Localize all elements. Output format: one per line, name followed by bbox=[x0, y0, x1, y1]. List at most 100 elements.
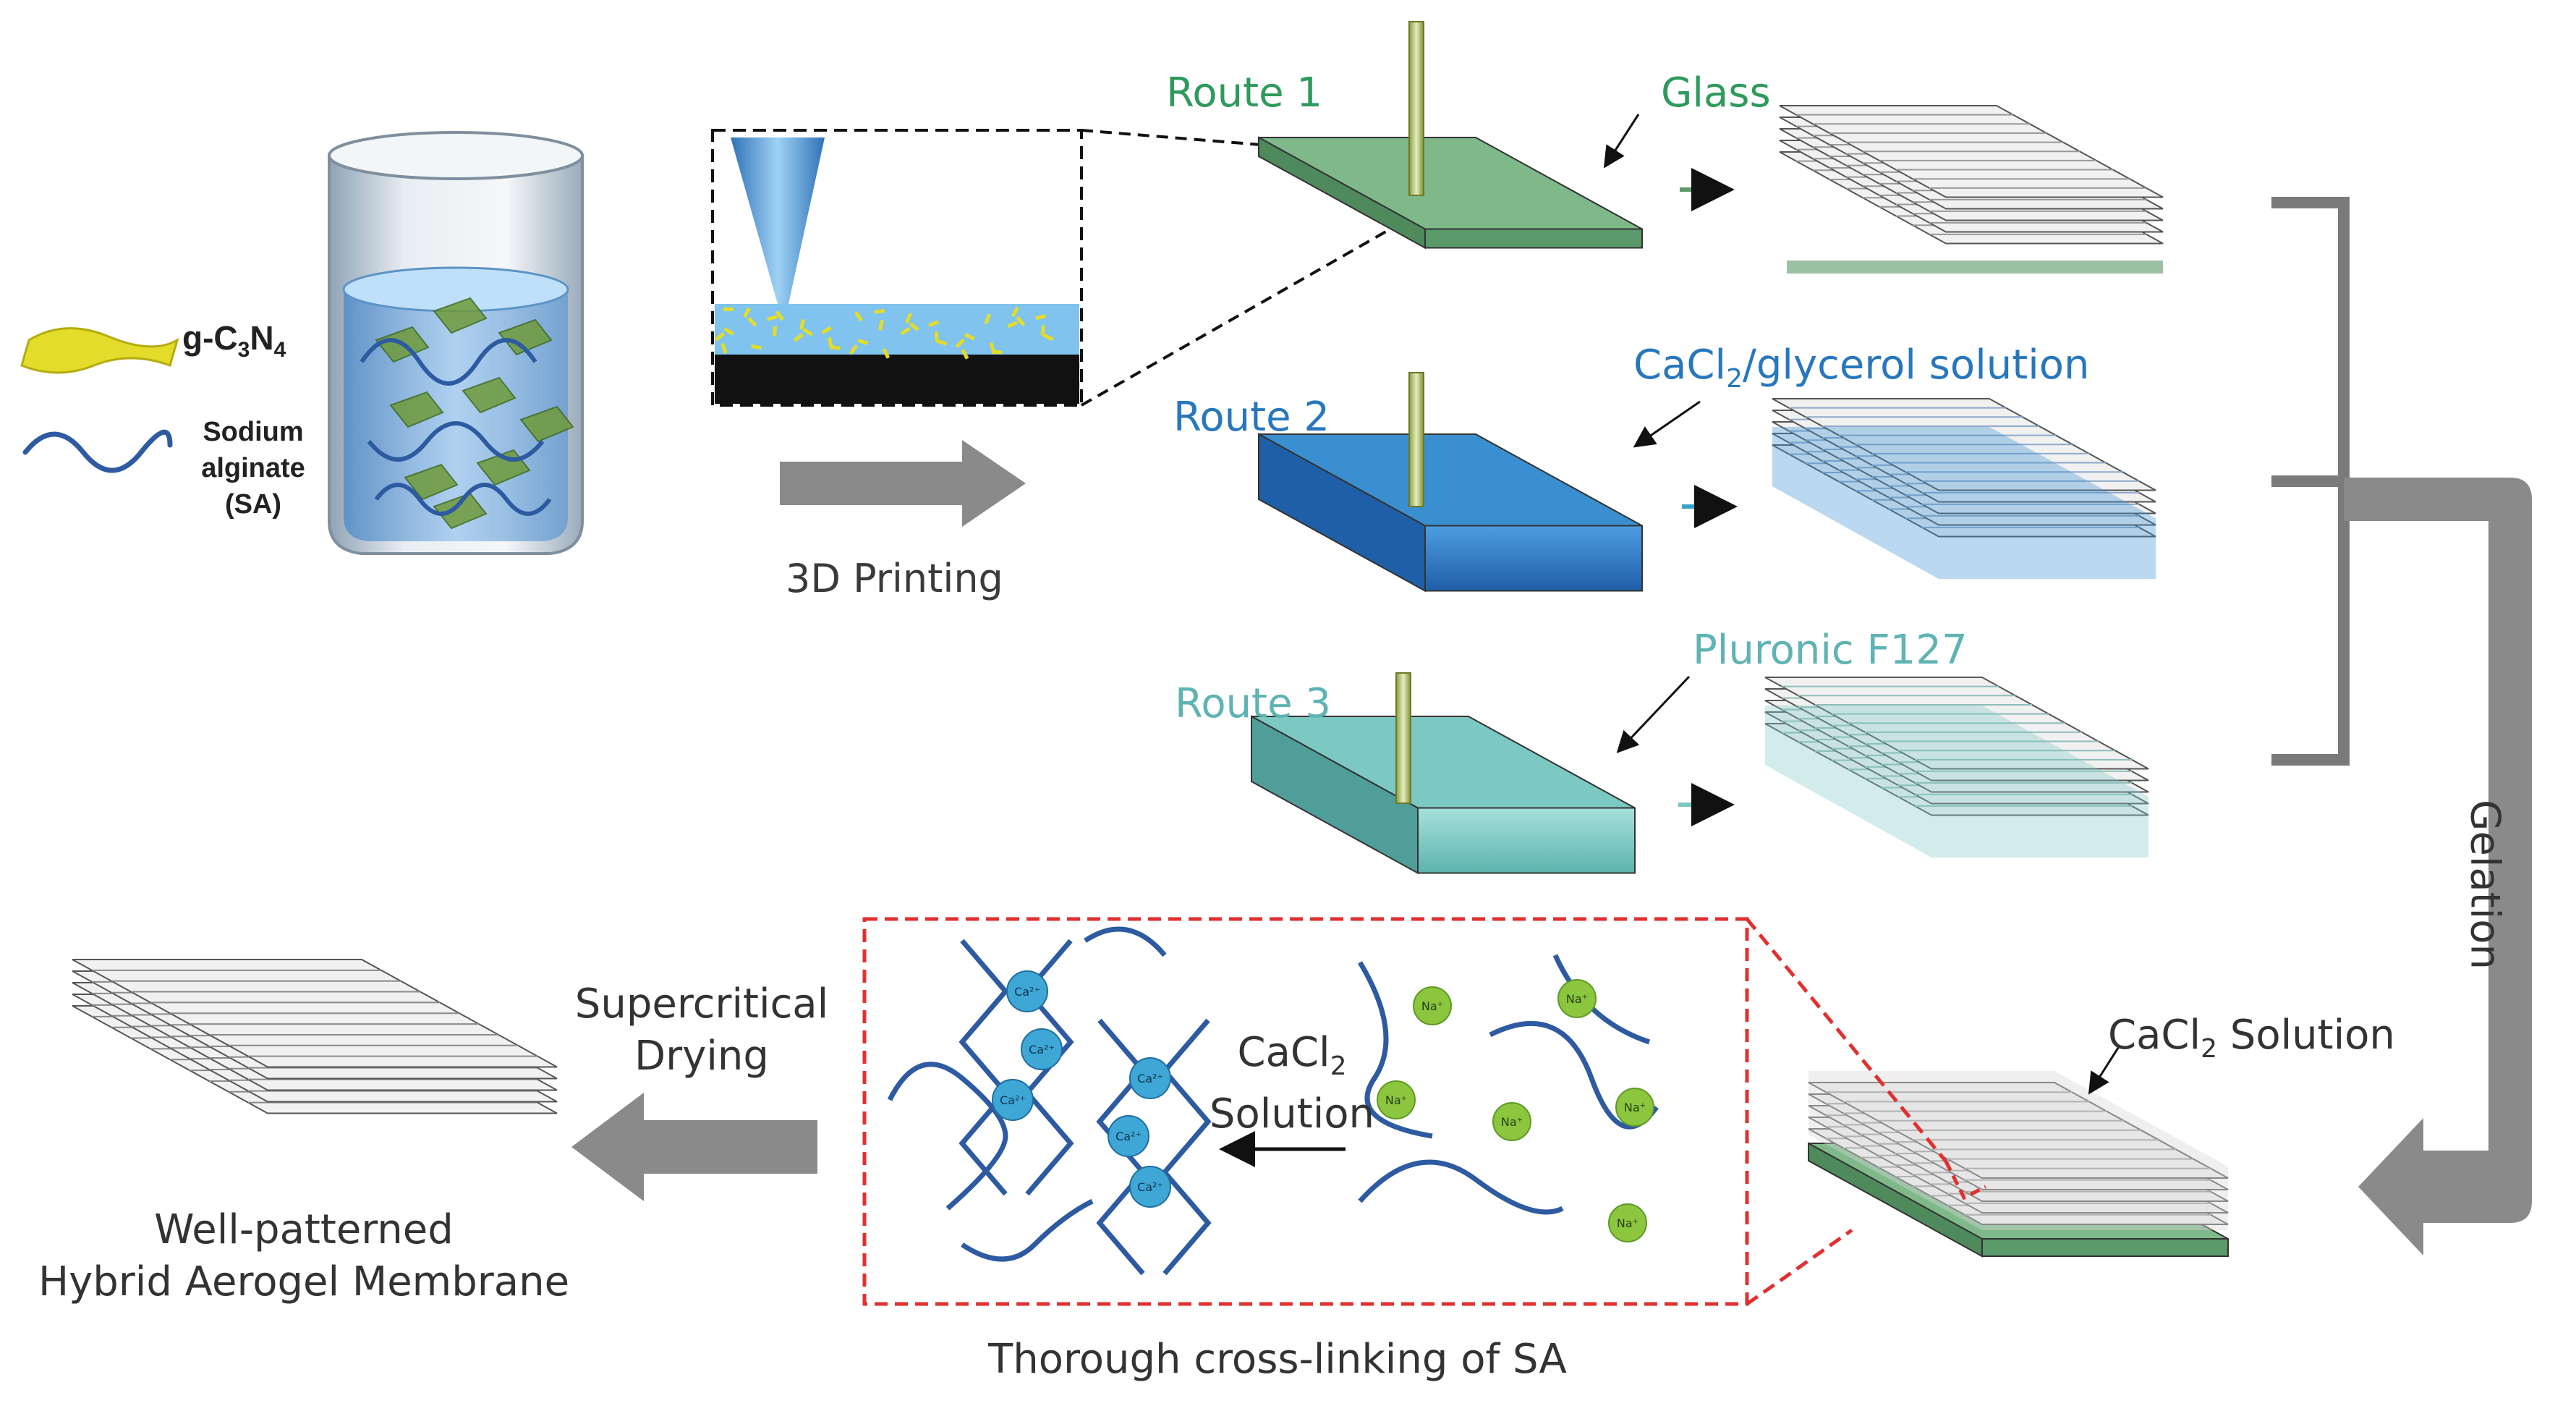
route-3-bath-side bbox=[1251, 715, 1419, 875]
sa-chain bbox=[1357, 961, 1433, 1139]
inset-gcn-particle bbox=[1007, 321, 1019, 329]
inset-substrate bbox=[715, 355, 1079, 404]
ca-ion-label: Ca²⁺ bbox=[1000, 1093, 1026, 1107]
ca-ion bbox=[1108, 1115, 1149, 1157]
inset-gcn-particle bbox=[743, 307, 751, 318]
inset-gcn-particle bbox=[1011, 306, 1019, 318]
na-ion-label: Na⁺ bbox=[1617, 1216, 1638, 1230]
crosslink-zoom-line-top bbox=[1746, 918, 1947, 1163]
soak-scaffold bbox=[1808, 1082, 2229, 1225]
gelation-label: Gelation bbox=[2461, 800, 2509, 970]
soak-solution-overlay bbox=[1808, 1071, 2228, 1230]
sa-chain bbox=[1084, 926, 1167, 957]
sa-chain bbox=[374, 483, 552, 516]
gcn-legend-label: g-C3N4 bbox=[182, 319, 286, 363]
sa-legend-label: Sodium alginate (SA) bbox=[201, 417, 305, 520]
inset-gcn-particle bbox=[775, 310, 784, 321]
inset-gcn-particle bbox=[936, 339, 948, 346]
inset-gcn-particle bbox=[984, 313, 991, 325]
printing-label: 3D Printing bbox=[786, 556, 1003, 601]
soak-zoom-marker bbox=[1944, 1160, 1987, 1200]
inset-gcn-particle bbox=[723, 326, 734, 336]
route-3-gel-overlay bbox=[1765, 706, 2148, 857]
crosslink-zoom-box: Ca²⁺Ca²⁺Ca²⁺Ca²⁺Ca²⁺Ca²⁺Na⁺Na⁺Na⁺Na⁺Na⁺N… bbox=[862, 917, 1947, 1306]
crosslink-arrow-label: CaCl2 Solution bbox=[1209, 1029, 1375, 1138]
route-2-pointer bbox=[1633, 400, 1701, 448]
route-2-bath bbox=[1258, 433, 1643, 593]
route-3-scaffold bbox=[1764, 677, 2149, 816]
beaker bbox=[328, 131, 584, 555]
crosslink-frame bbox=[862, 917, 1749, 1306]
route-2-annotation: CaCl2/glycerol solution bbox=[1633, 342, 2090, 394]
route-2-bath-front bbox=[1424, 525, 1643, 592]
ca-ion-label: Ca²⁺ bbox=[1137, 1180, 1163, 1194]
inset-gcn-particle bbox=[854, 310, 864, 322]
route-1-glass-plate-side bbox=[1258, 136, 1426, 250]
route-1-scaffold-base bbox=[1787, 261, 2163, 274]
route-3-label: Route 3 bbox=[1175, 680, 1331, 727]
gcn-flake bbox=[498, 318, 553, 356]
inset-gcn-particle bbox=[767, 315, 778, 321]
inset-gcn-particle bbox=[857, 339, 869, 345]
inset-gcn-particle bbox=[909, 322, 919, 331]
route-3-pointer bbox=[1616, 675, 1691, 753]
drying-arrow bbox=[571, 1093, 817, 1201]
inset-gcn-particle bbox=[1040, 325, 1046, 336]
inset-gcn-particle bbox=[905, 313, 913, 324]
gcn-flake bbox=[389, 391, 444, 428]
route-1-scaffold bbox=[1779, 105, 2164, 245]
sa-chain bbox=[887, 1062, 1008, 1211]
inset-gcn-particle bbox=[723, 308, 734, 311]
soak-base-plate-side bbox=[1808, 1142, 1983, 1258]
inset-gcn-particle bbox=[849, 344, 859, 355]
inset-gcn-particle bbox=[720, 343, 728, 354]
drying-label: Supercritical Drying bbox=[574, 981, 829, 1080]
na-ion bbox=[1413, 986, 1452, 1025]
na-ion bbox=[1492, 1102, 1531, 1141]
gcn-legend-icon bbox=[20, 327, 179, 374]
crosslink-caption: Thorough cross-linking of SA bbox=[988, 1336, 1567, 1383]
routes-bracket bbox=[2271, 197, 2350, 766]
sa-chain bbox=[961, 1198, 1094, 1262]
inset-gcn-particle bbox=[773, 326, 778, 336]
inset-gcn-particle bbox=[802, 327, 813, 336]
inset-gcn-particle bbox=[961, 349, 969, 360]
cacl2-solution-label: CaCl2 Solution bbox=[2108, 1012, 2395, 1064]
inset-gcn-particle bbox=[1035, 314, 1046, 321]
route-1-nozzle bbox=[1408, 21, 1424, 196]
ca-ion-label: Ca²⁺ bbox=[1014, 985, 1040, 999]
na-ion-label: Na⁺ bbox=[1624, 1101, 1646, 1114]
na-ion bbox=[1615, 1088, 1654, 1127]
ca-ion bbox=[1006, 970, 1048, 1012]
inset-gcn-particle bbox=[821, 326, 832, 334]
beaker-rim bbox=[328, 131, 584, 180]
inset-gcn-particle bbox=[799, 318, 805, 330]
route-1-pointer bbox=[1603, 114, 1640, 169]
inset-gcn-particle bbox=[928, 320, 940, 328]
na-ion bbox=[1557, 979, 1597, 1018]
na-ion bbox=[1608, 1203, 1647, 1242]
na-ion bbox=[1377, 1080, 1416, 1119]
inset-gcn-particle bbox=[751, 344, 762, 350]
na-ion-label: Na⁺ bbox=[1501, 1115, 1523, 1129]
inset-gcn-particle bbox=[882, 347, 890, 359]
inset-nozzle-cone bbox=[731, 137, 825, 304]
gcn-flake bbox=[519, 405, 574, 443]
route-2-gel-overlay bbox=[1772, 427, 2156, 579]
route-1-glass-plate-front bbox=[1424, 228, 1643, 249]
sa-chain bbox=[360, 338, 537, 386]
gcn-flake bbox=[433, 492, 488, 530]
inset-gcn-particle bbox=[714, 332, 725, 342]
gcn-flake bbox=[462, 376, 517, 414]
inset-gcn-particle bbox=[828, 336, 833, 348]
inset-gcn-particle bbox=[747, 317, 757, 327]
ca-ion-label: Ca²⁺ bbox=[1137, 1072, 1163, 1085]
crosslink-zoom-line-bottom bbox=[1746, 1228, 1853, 1306]
sa-chain bbox=[367, 421, 545, 462]
ca-ion-label: Ca²⁺ bbox=[1029, 1043, 1055, 1056]
soak-base-plate-front bbox=[1981, 1238, 2229, 1257]
route-2-bath-side bbox=[1258, 433, 1426, 593]
inset-gcn-particle bbox=[964, 333, 975, 341]
route-1-glass-plate bbox=[1258, 136, 1643, 250]
